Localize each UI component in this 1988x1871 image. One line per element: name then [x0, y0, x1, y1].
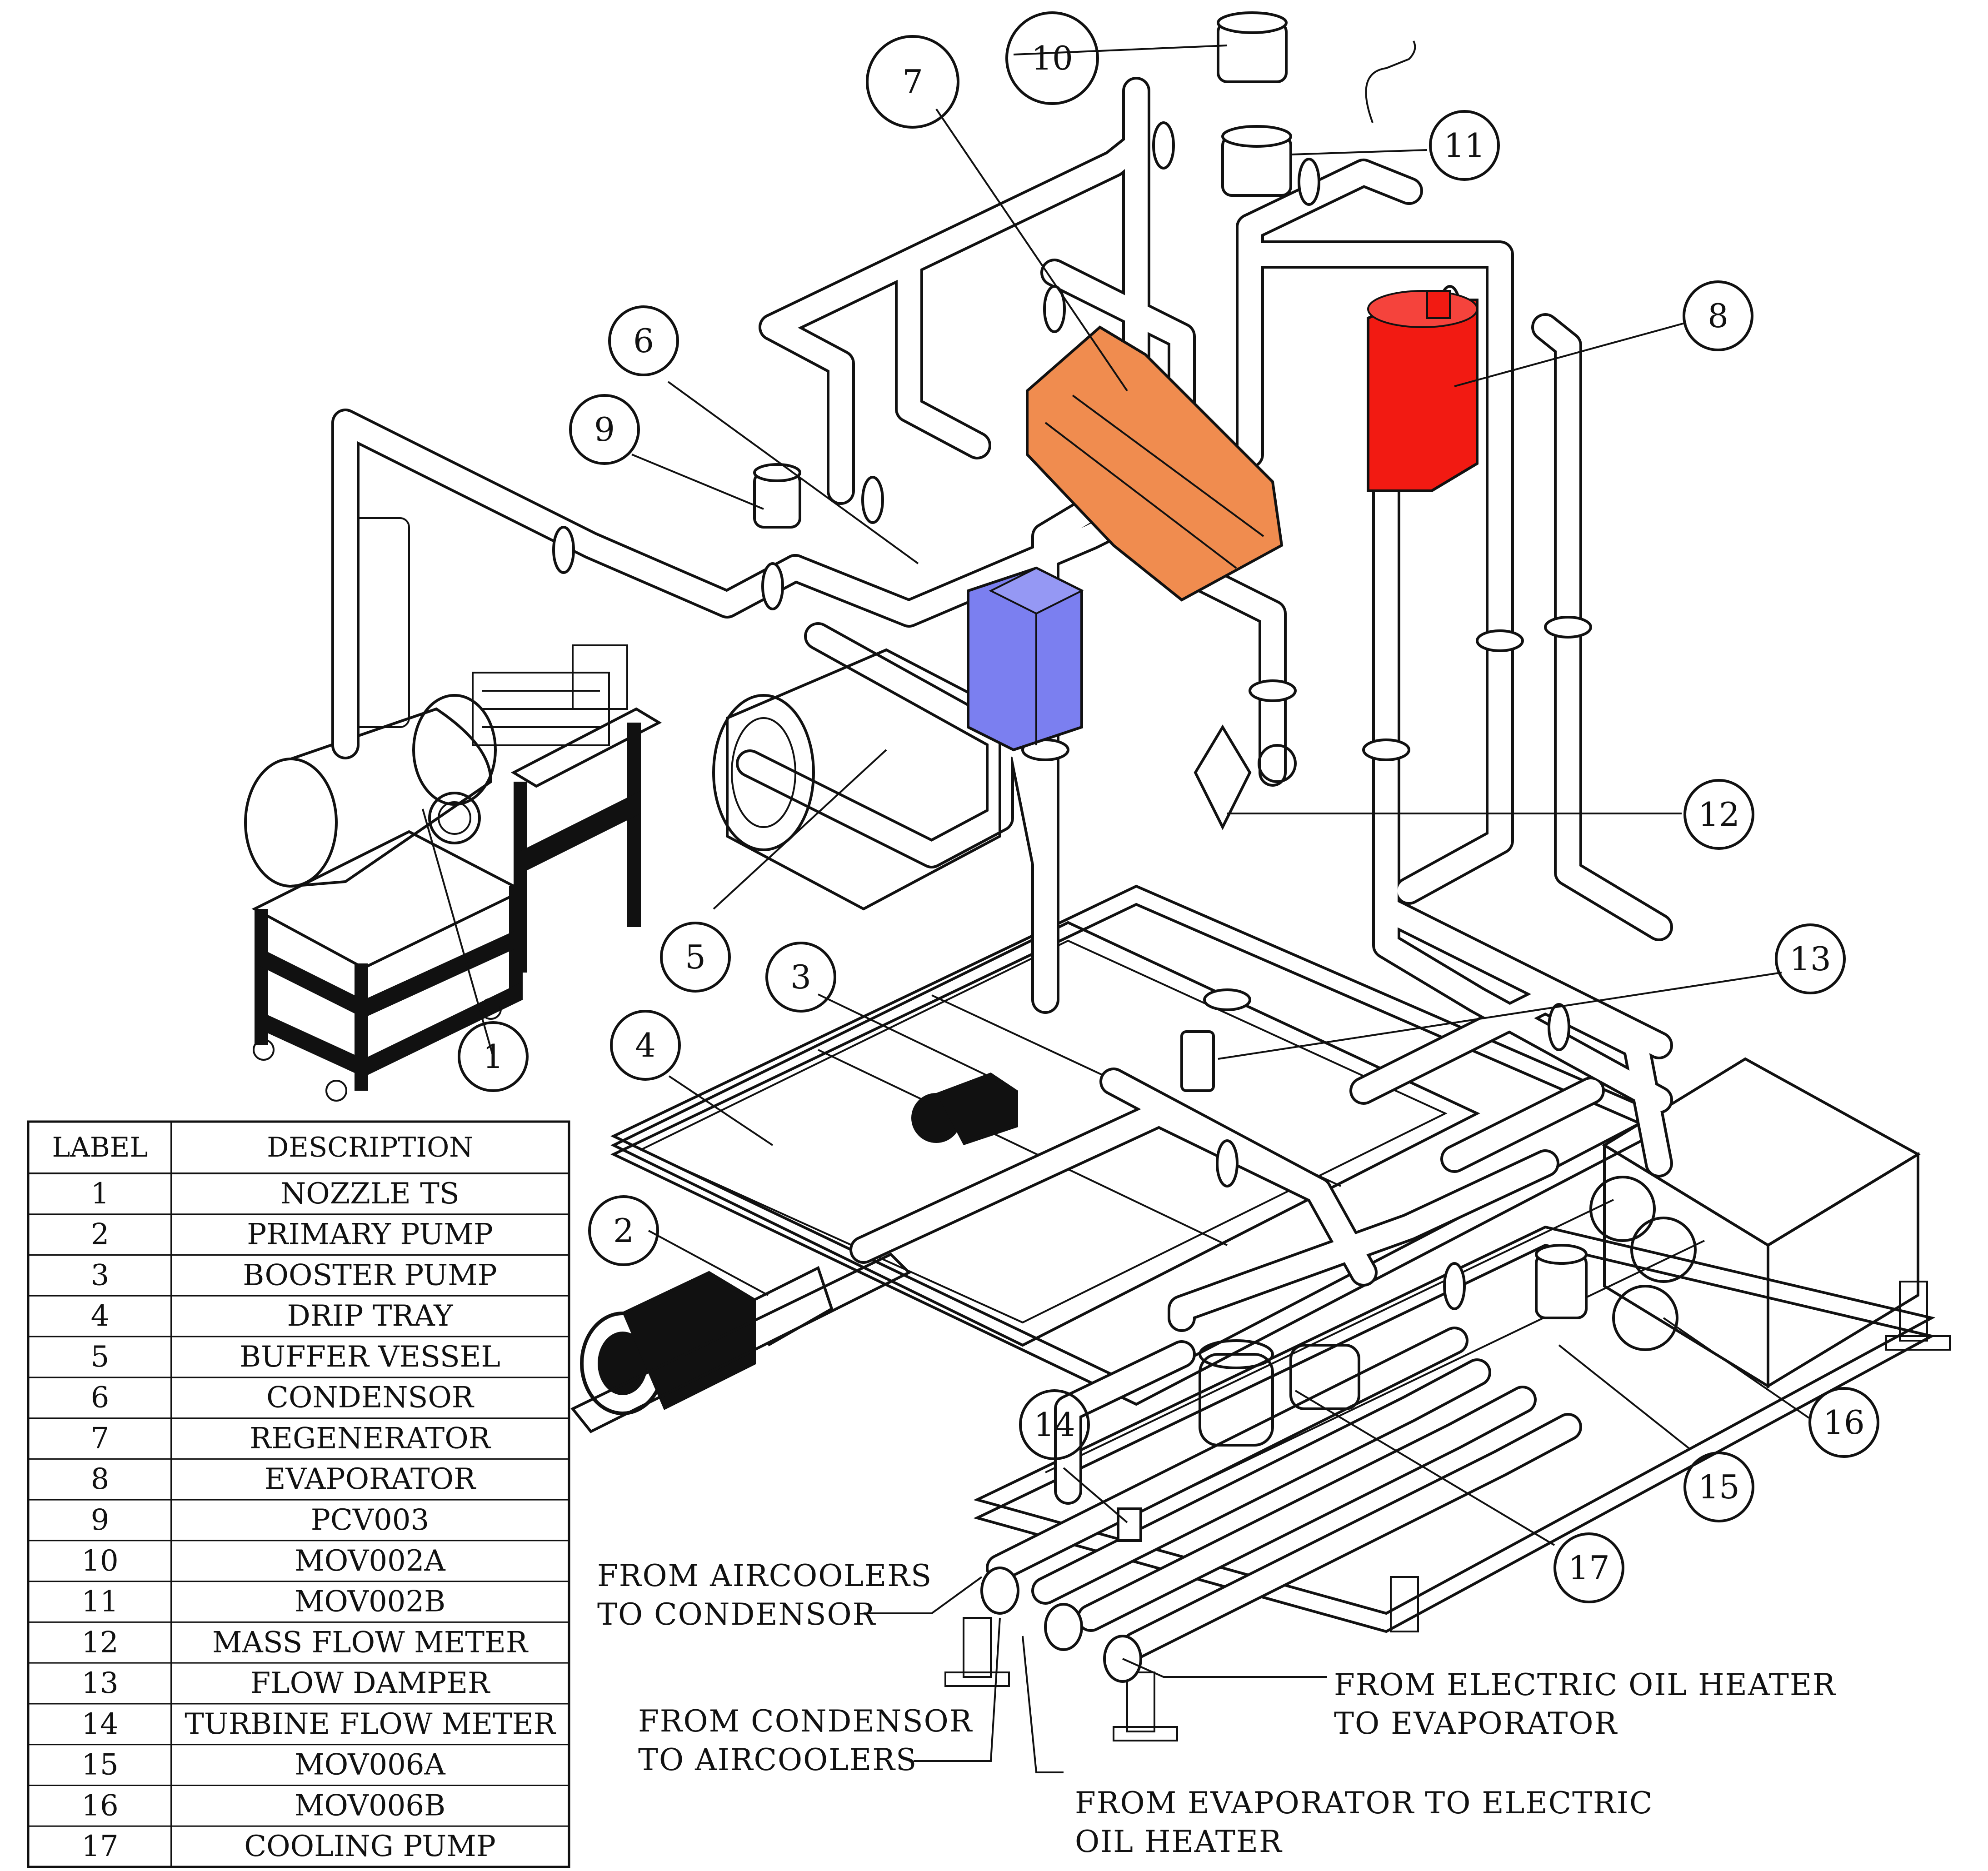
callout-12: 12 [1683, 779, 1754, 850]
legend-row-description: DRIP TRAY [287, 1299, 454, 1333]
legend-row-description: NOZZLE TS [280, 1177, 460, 1211]
legend-row-description: MOV002A [295, 1544, 445, 1578]
valve-actuators [753, 11, 1588, 1319]
legend-row-label: 7 [91, 1422, 110, 1455]
svg-text:7: 7 [902, 63, 923, 101]
callout-2: 2 [588, 1195, 659, 1266]
annotation-condensor-to-aircoolers-line1: FROM CONDENSOR [638, 1704, 973, 1739]
svg-text:6: 6 [633, 322, 654, 360]
callout-14: 14 [1019, 1389, 1090, 1460]
callout-16: 16 [1808, 1387, 1879, 1458]
callout-3: 3 [765, 942, 836, 1013]
svg-text:2: 2 [613, 1212, 634, 1250]
callout-5: 5 [660, 922, 731, 993]
svg-text:13: 13 [1789, 940, 1831, 978]
legend-row-description: EVAPORATOR [265, 1462, 476, 1496]
inline-instruments [1117, 1030, 1215, 1542]
legend-row-description: CONDENSOR [266, 1381, 475, 1415]
legend-row-description: TURBINE FLOW METER [185, 1707, 556, 1741]
svg-text:1: 1 [483, 1038, 504, 1076]
legend-row-label: 1 [91, 1177, 110, 1211]
legend-row-label: 4 [91, 1299, 110, 1333]
pumps [570, 1073, 1697, 1447]
evaporator [1367, 290, 1479, 492]
callout-11: 11 [1429, 110, 1500, 181]
legend-row-label: 17 [81, 1830, 118, 1863]
callout-13: 13 [1775, 923, 1846, 994]
legend-row-label: 10 [81, 1544, 118, 1578]
annotation-heater-to-evaporator-line2: TO EVAPORATOR [1334, 1706, 1618, 1741]
svg-text:16: 16 [1823, 1403, 1865, 1442]
callout-10: 10 [1005, 11, 1099, 105]
condensor [967, 566, 1084, 752]
annotation-aircoolers-to-condensor-line2: TO CONDENSOR [597, 1597, 876, 1632]
legend-row-description: MOV006B [295, 1789, 445, 1822]
side-tank [1602, 1057, 1921, 1389]
svg-text:17: 17 [1568, 1549, 1610, 1587]
legend-row-label: 6 [91, 1381, 110, 1415]
legend-row-description: MOV002B [295, 1585, 445, 1619]
legend-row-label: 15 [81, 1748, 118, 1782]
legend-row-description: FLOW DAMPER [250, 1666, 490, 1700]
legend-header-label: LABEL [52, 1132, 148, 1163]
legend-row-description: MOV006A [295, 1748, 445, 1782]
legend-row-description: BOOSTER PUMP [243, 1258, 497, 1292]
legend-row-description: REGENERATOR [250, 1422, 491, 1455]
callout-7: 7 [866, 35, 959, 129]
annotation-condensor-to-aircoolers-line2: TO AIRCOOLERS [638, 1742, 917, 1777]
svg-text:8: 8 [1708, 297, 1728, 335]
callout-9: 9 [569, 394, 640, 465]
nozzle-ts-assembly [244, 517, 662, 1102]
callout-17: 17 [1553, 1532, 1624, 1603]
legend-row-description: COOLING PUMP [244, 1830, 496, 1863]
svg-text:9: 9 [594, 410, 615, 449]
flow-annotations: FROM AIRCOOLERS TO CONDENSOR FROM CONDEN… [597, 1558, 1836, 1859]
svg-text:4: 4 [635, 1026, 656, 1064]
legend-row-label: 11 [81, 1585, 118, 1619]
callout-8: 8 [1683, 280, 1753, 351]
callout-1: 1 [458, 1021, 529, 1092]
legend-row-label: 3 [91, 1258, 110, 1292]
legend-row-label: 16 [81, 1789, 118, 1822]
legend-row-label: 2 [91, 1218, 110, 1252]
legend-row-label: 13 [81, 1666, 118, 1700]
leader-lines [422, 45, 1810, 1773]
legend-row-description: BUFFER VESSEL [240, 1340, 500, 1374]
legend-row-label: 14 [81, 1707, 118, 1741]
mass-flow-meter [1194, 724, 1297, 830]
legend-row-label: 12 [81, 1626, 118, 1659]
svg-text:3: 3 [790, 958, 811, 996]
callout-bubbles: 1 2 3 4 5 6 7 8 9 10 11 12 13 14 15 16 1… [458, 11, 1879, 1603]
annotation-evaporator-to-heater-line2: OIL HEATER [1075, 1824, 1283, 1859]
svg-text:11: 11 [1444, 126, 1485, 165]
svg-text:12: 12 [1698, 795, 1740, 833]
annotation-heater-to-evaporator-line1: FROM ELECTRIC OIL HEATER [1334, 1667, 1836, 1702]
svg-text:15: 15 [1698, 1468, 1740, 1506]
buffer-vessel [712, 648, 1001, 911]
callout-4: 4 [610, 1010, 681, 1081]
legend-row-label: 8 [91, 1462, 110, 1496]
svg-text:5: 5 [685, 938, 706, 976]
svg-text:14: 14 [1034, 1406, 1075, 1444]
callout-6: 6 [608, 305, 679, 376]
legend-header-description: DESCRIPTION [267, 1132, 473, 1163]
legend-row-label: 5 [91, 1340, 110, 1374]
callout-15: 15 [1683, 1452, 1754, 1522]
legend-rows: 1 NOZZLE TS 2 PRIMARY PUMP 3 BOOSTER PUMP 4 DRI… [28, 1177, 569, 1863]
legend-row-description: PRIMARY PUMP [247, 1218, 493, 1252]
legend-row-label: 9 [91, 1503, 110, 1537]
regenerator [1026, 325, 1284, 602]
legend-row-description: PCV003 [311, 1503, 429, 1537]
annotation-evaporator-to-heater-line1: FROM EVAPORATOR TO ELECTRIC [1075, 1786, 1653, 1821]
svg-text:10: 10 [1031, 39, 1073, 77]
power-cable [1365, 40, 1416, 123]
legend-table: LABEL DESCRIPTION 1 NOZZLE TS 2 PRIMARY PUM… [27, 1120, 570, 1868]
annotation-aircoolers-to-condensor-line1: FROM AIRCOOLERS [597, 1558, 932, 1593]
legend-row-description: MASS FLOW METER [212, 1626, 529, 1659]
